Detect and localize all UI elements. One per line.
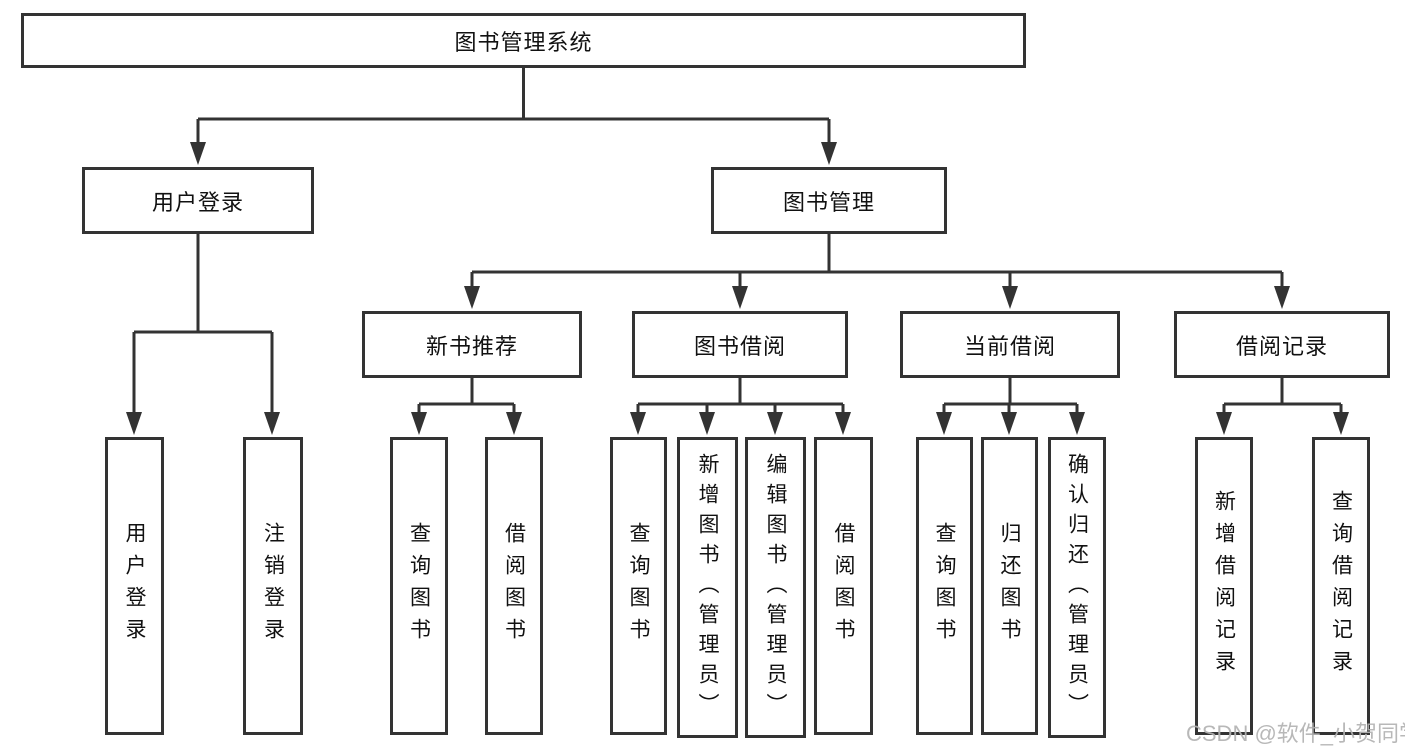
- node-leaf-confirm-return-admin: 确认归还（管理员）: [1048, 437, 1106, 738]
- node-leaf-return-books: 归还图书: [981, 437, 1038, 735]
- node-book-management: 图书管理: [711, 167, 947, 234]
- node-leaf-query-books-recommend: 查询图书: [390, 437, 448, 735]
- node-current-borrowing: 当前借阅: [900, 311, 1120, 378]
- node-root: 图书管理系统: [21, 13, 1026, 68]
- node-new-book-recommendation: 新书推荐: [362, 311, 582, 378]
- node-leaf-query-borrow-record: 查询借阅记录: [1312, 437, 1370, 735]
- node-leaf-logout: 注销登录: [243, 437, 303, 735]
- node-leaf-query-books-current: 查询图书: [916, 437, 973, 735]
- node-leaf-query-books-borrowing: 查询图书: [610, 437, 667, 735]
- node-leaf-borrow-books-borrowing: 借阅图书: [814, 437, 873, 735]
- node-borrowing-records: 借阅记录: [1174, 311, 1390, 378]
- node-book-borrowing: 图书借阅: [632, 311, 848, 378]
- node-leaf-user-login: 用户登录: [105, 437, 164, 735]
- node-user-login: 用户登录: [82, 167, 314, 234]
- node-leaf-add-borrow-record: 新增借阅记录: [1195, 437, 1253, 735]
- node-leaf-borrow-books-recommend: 借阅图书: [485, 437, 543, 735]
- node-leaf-edit-book-admin: 编辑图书（管理员）: [745, 437, 806, 738]
- node-leaf-add-book-admin: 新增图书（管理员）: [677, 437, 738, 738]
- watermark: CSDN @软件_小贺同学: [1186, 721, 1405, 746]
